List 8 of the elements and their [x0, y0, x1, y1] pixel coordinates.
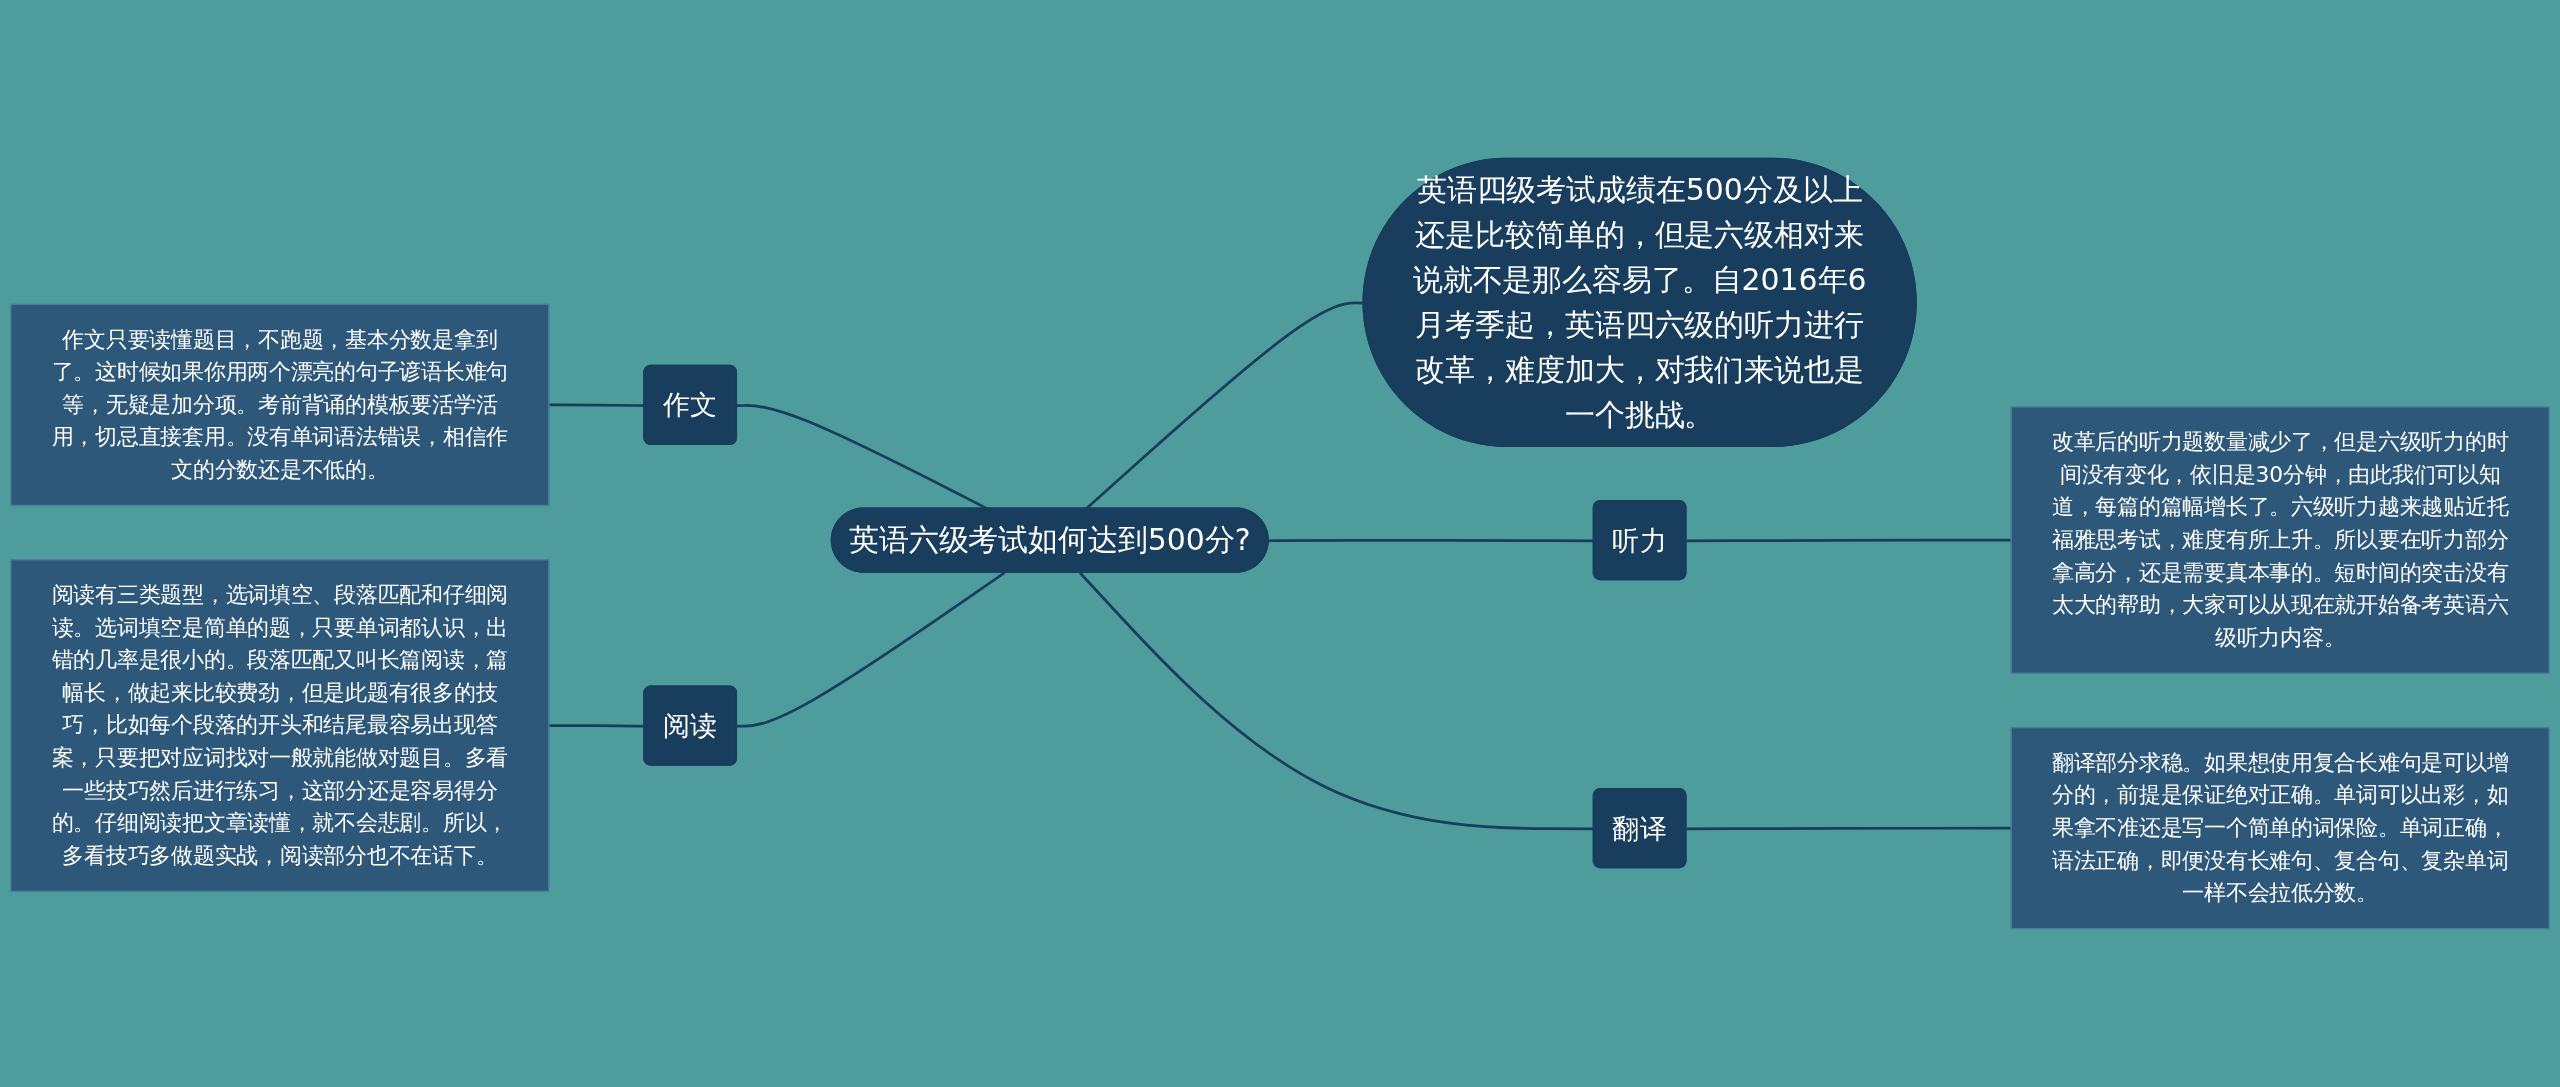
- node-box: 阅读有三类题型，选词填空、段落匹配和仔细阅读。选词填空是简单的题，只要单词都认识，出错的几率是很小的。段落匹配又叫长篇阅读，篇幅长，做起来比较费劲，但是此题有很多的技巧，比如每个段落的开头和结尾最容易出现答案，只要把对应词找对一般就能做对题目。多看一些技巧然后进行练习，这部分还是容易得分的。仔细阅读把文章读懂，就不会悲剧。所以，多看技巧多做题实战，阅读部分也不在话下。: [10, 559, 550, 892]
- connector: [1686, 826, 2012, 831]
- node-box: 改革后的听力题数量减少了，但是六级听力的时间没有变化，依旧是30分钟，由此我们可以知道，每篇的篇幅增长了。六级听力越来越贴近托福雅思考试，难度有所上升。所以要在听力部分拿高分，还是需要真本事的。短时间的突击没有太大的帮助，大家可以从现在就开始备考英语六级听力内容。: [2010, 406, 2550, 674]
- connector: [1686, 538, 2012, 543]
- connector: [737, 571, 1006, 728]
- node-box: 作文只要读懂题目，不跑题，基本分数是拿到了。这时候如果你用两个漂亮的句子谚语长难句等，无疑是加分项。考前背诵的模板要活学活用，切忌直接套用。没有单词语法错误，相信作文的分数还是不低的。: [10, 303, 550, 507]
- connector: [1085, 301, 1364, 510]
- node-box: 翻译部分求稳。如果想使用复合长难句是可以增分的，前提是保证绝对正确。单词可以出彩，如果拿不准还是写一个简单的词保险。单词正确，语法正确，即便没有长难句、复合句、复杂单词一样不会拉低分数。: [2010, 726, 2550, 930]
